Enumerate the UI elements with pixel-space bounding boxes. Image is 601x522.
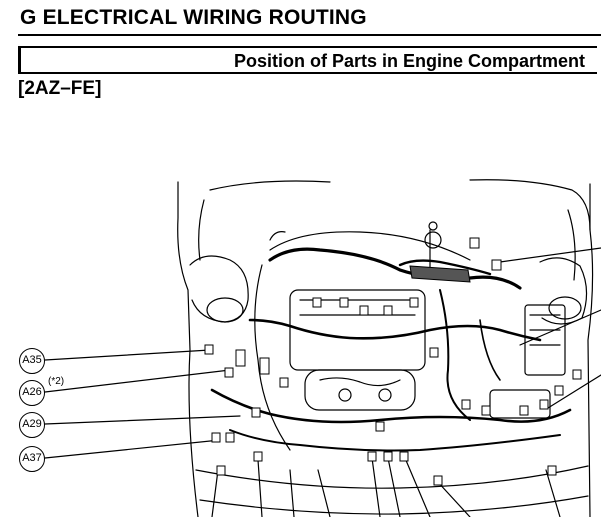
section-title: G ELECTRICAL WIRING ROUTING [20,6,367,29]
engine-compartment-diagram: A35 A26 (*2) A29 A37 [0,170,601,518]
subtitle-box: Position of Parts in Engine Compartment [18,46,597,74]
page-subtitle: Position of Parts in Engine Compartment [233,51,585,71]
section-header: G ELECTRICAL WIRING ROUTING [0,0,601,36]
callout-a26: A26 [19,380,45,406]
engine-code: [2AZ–FE] [18,78,102,99]
engine-compartment-drawing [44,179,601,518]
callout-a29: A29 [19,412,45,438]
subtitle-box-left-bar [18,46,21,74]
callout-a37: A37 [19,446,45,472]
callout-a26-note: (*2) [48,376,65,387]
section-divider [18,34,601,36]
callout-a35: A35 [19,348,45,374]
